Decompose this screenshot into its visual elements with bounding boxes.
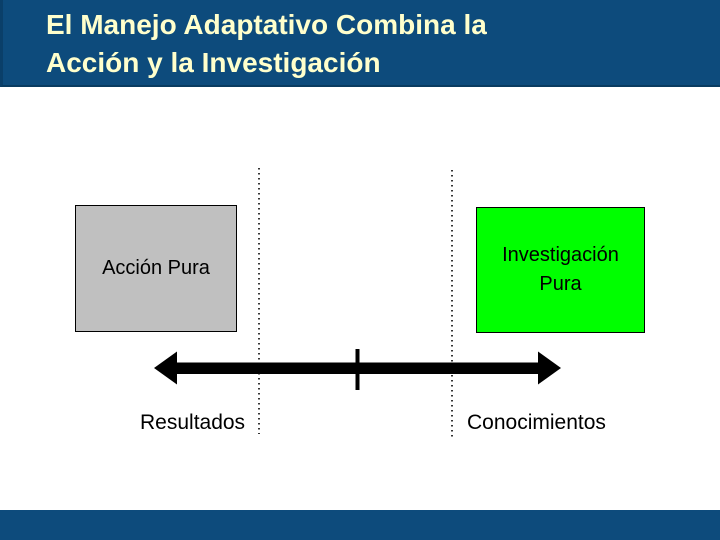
arrowhead-left-icon [154, 351, 177, 385]
slide-title-line1: El Manejo Adaptativo Combina la [46, 9, 487, 40]
dotted-guideline-right [451, 170, 453, 437]
title-bar: El Manejo Adaptativo Combina la Acción y… [0, 0, 720, 87]
conocimientos-label: Conocimientos [467, 411, 606, 434]
action-pura-label: Acción Pura [102, 257, 210, 279]
action-pura-box: Acción Pura [75, 205, 237, 332]
footer-bar [0, 510, 720, 540]
dotted-guideline-left [258, 168, 260, 434]
investigacion-pura-box: Investigación Pura [476, 207, 645, 333]
arrow-midpoint-tick [355, 349, 360, 390]
investigacion-pura-label: Investigación Pura [502, 244, 619, 295]
resultados-label: Resultados [140, 411, 246, 434]
arrow-shaft [175, 362, 540, 374]
slide-title: El Manejo Adaptativo Combina la Acción y… [46, 6, 487, 82]
arrowhead-right-icon [538, 351, 561, 385]
slide-title-line2: Acción y la Investigación [46, 47, 381, 78]
